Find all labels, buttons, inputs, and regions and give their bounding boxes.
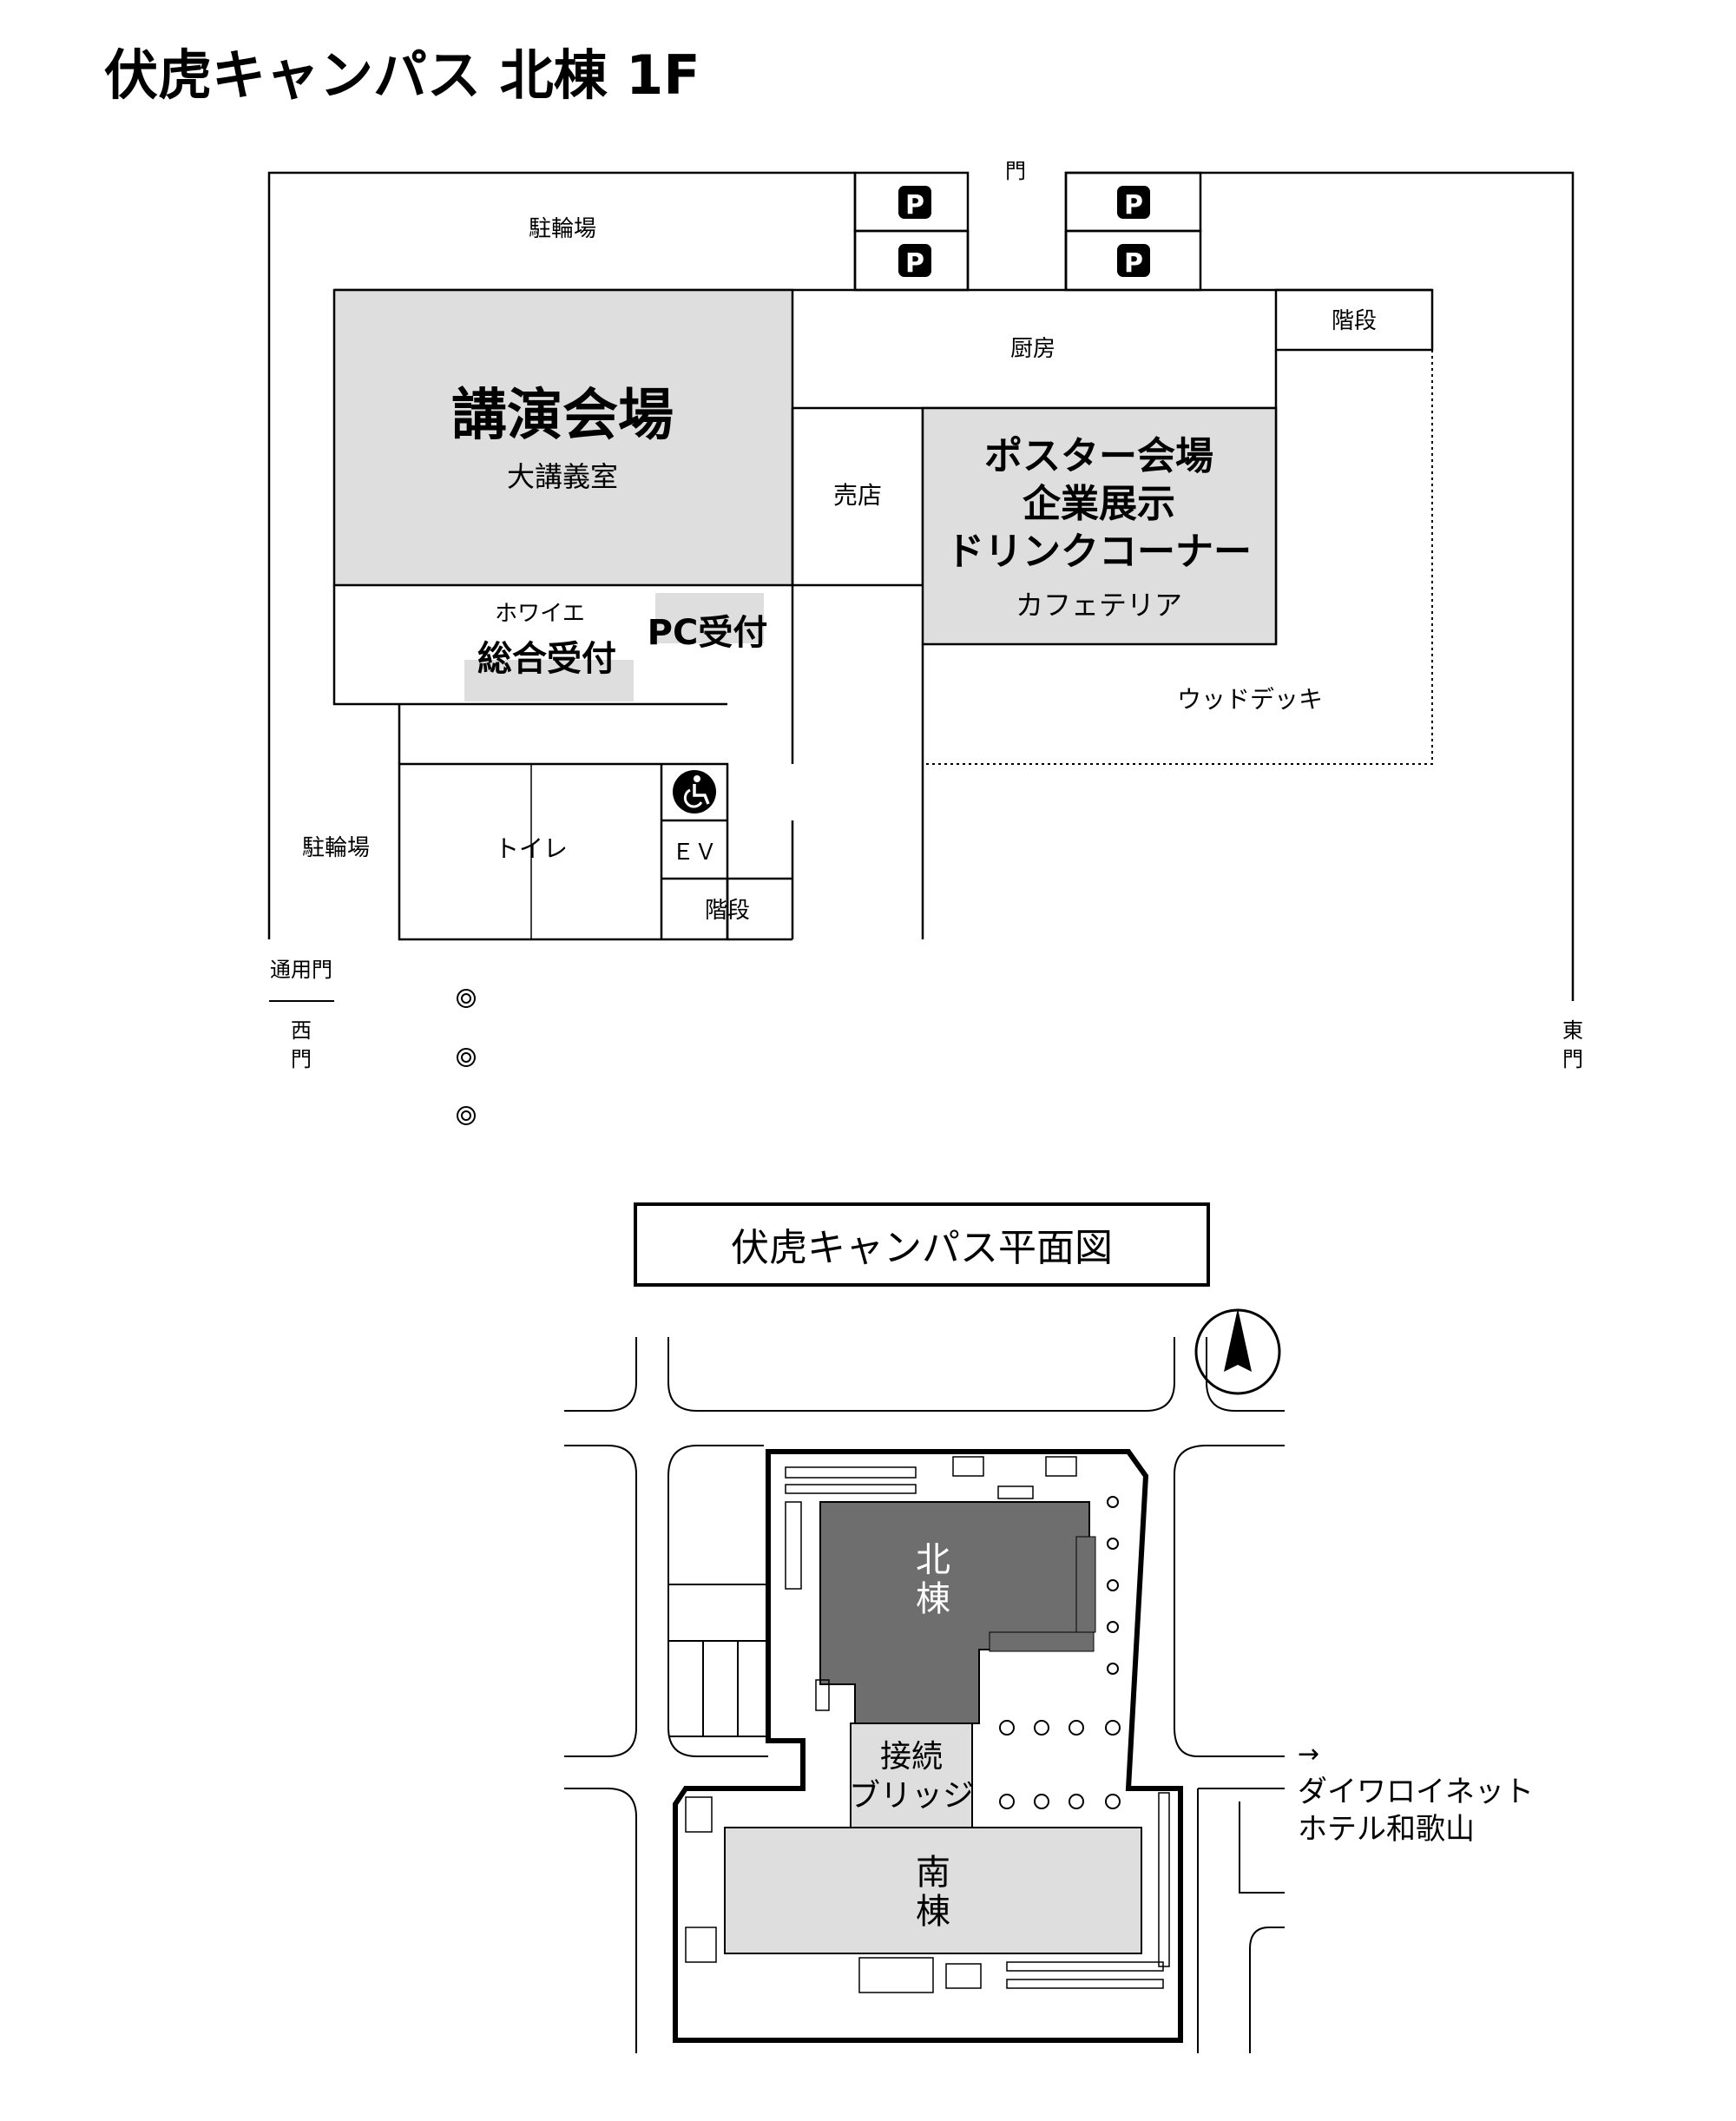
hotel-label: ダイワロイネット xyxy=(1298,1775,1534,1809)
lecture-hall-title: 講演会場 xyxy=(451,384,674,448)
gate-marker-icon xyxy=(457,989,476,1125)
connection-bridge xyxy=(850,1722,973,1828)
stairs-box-ne xyxy=(1274,288,1434,352)
hotel-label: ホテル和歌山 xyxy=(1298,1812,1475,1847)
service-gate-label: 通用門 xyxy=(270,958,332,982)
stairs-label: 階段 xyxy=(1332,308,1377,334)
campus-map-title-box xyxy=(634,1202,1210,1287)
east-gate-label: 東 xyxy=(1562,1018,1583,1043)
hotel-arrow: → xyxy=(1298,1739,1319,1769)
north-building-label: 北 xyxy=(916,1540,950,1580)
pc-reception-label: PC受付 xyxy=(648,613,768,653)
bicycle-parking-label: 駐輪場 xyxy=(302,835,370,861)
south-building-label: 南 xyxy=(916,1853,950,1893)
poster-line-3: ドリンクコーナー xyxy=(946,530,1252,574)
bridge-label: 接続 xyxy=(880,1739,943,1775)
svg-text:P: P xyxy=(1124,190,1143,221)
toilet-block xyxy=(398,762,729,941)
poster-sub: カフェテリア xyxy=(1016,589,1182,622)
south-building-label: 棟 xyxy=(916,1892,950,1932)
north-building-label: 棟 xyxy=(916,1579,950,1619)
poster-line-1: ポスター会場 xyxy=(984,434,1213,478)
general-reception-highlight xyxy=(464,660,634,702)
west-gate-label: 門 xyxy=(291,1047,312,1071)
stairs-label: 階段 xyxy=(705,898,750,924)
floor-plan xyxy=(267,171,1575,1002)
wheelchair-icon xyxy=(673,770,716,813)
campus-details xyxy=(685,1456,1170,1993)
wood-deck-outline xyxy=(923,350,1433,765)
lecture-hall-sub: 大講義室 xyxy=(507,460,618,493)
toilet-label: トイレ xyxy=(495,834,568,863)
east-gate-label: 門 xyxy=(1562,1047,1583,1071)
svg-text:P: P xyxy=(1124,248,1143,279)
bicycle-parking-label: 駐輪場 xyxy=(529,216,596,242)
parking-icon: P xyxy=(1117,244,1150,279)
svg-text:P: P xyxy=(905,190,924,221)
svg-text:P: P xyxy=(905,248,924,279)
parking-icon: P xyxy=(898,244,931,279)
pillar-markers xyxy=(999,1496,1121,1809)
poster-hall xyxy=(921,406,1278,646)
parking-icon: P xyxy=(1117,186,1150,221)
wood-deck-label: ウッドデッキ xyxy=(1177,685,1323,714)
south-building xyxy=(724,1827,1142,1954)
poster-line-2: 企業展示 xyxy=(1023,482,1175,526)
ev-label: ＥＶ xyxy=(672,840,717,866)
west-gate-label: 西 xyxy=(291,1018,312,1043)
kitchen-label: 厨房 xyxy=(1010,336,1055,362)
page-title: 伏虎キャンパス 北棟 1F xyxy=(104,43,700,107)
campus-map-title: 伏虎キャンパス平面図 xyxy=(731,1226,1113,1270)
parking-icon: P xyxy=(898,186,931,221)
shop-label: 売店 xyxy=(833,481,882,510)
pc-reception-highlight xyxy=(655,593,764,643)
north-arrow-icon xyxy=(1194,1308,1281,1395)
gate-top-label: 門 xyxy=(1005,159,1026,183)
bridge-label: ブリッジ xyxy=(849,1778,974,1814)
foyer-label: ホワイエ xyxy=(495,601,585,627)
general-reception-label: 総合受付 xyxy=(477,639,616,679)
